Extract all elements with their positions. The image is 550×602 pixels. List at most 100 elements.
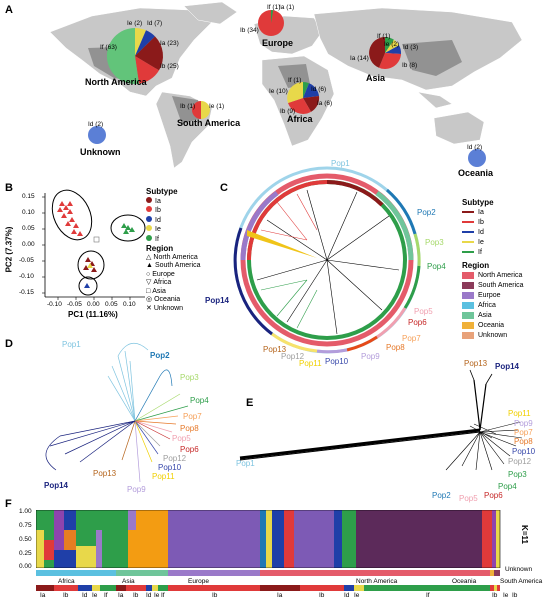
pca-legend-region-af: ▽Africa: [146, 279, 172, 286]
structure-subtype-13: Ib: [319, 592, 325, 599]
tree-c-legend: Subtype Ia Ib Id Ie If Region North Amer…: [462, 198, 548, 341]
count-as-if: If (1): [377, 33, 391, 40]
pie-slice-ie: [135, 28, 146, 56]
count-eu-if: If (1): [267, 4, 281, 11]
pca-legend-region-eu: ○Europe: [146, 270, 175, 278]
pca-legend-region-oc: ◎Oceania: [146, 296, 181, 303]
region-label-europe: Europe: [262, 38, 294, 48]
region-label-asia: Asia: [366, 73, 386, 83]
net-pop7: Pop7: [514, 428, 533, 437]
cluster-id: [78, 276, 98, 296]
tree-c-pop12: Pop12: [281, 352, 305, 361]
pca-legend-region-as: □Asia: [146, 287, 166, 295]
structure-subtype-1: Ia: [40, 592, 46, 599]
pie-slice-ia: [369, 37, 385, 68]
net-pop3: Pop3: [508, 470, 527, 479]
split-network: [239, 369, 523, 471]
pie-slice-ie: [287, 82, 303, 103]
network-edges: [239, 369, 523, 471]
structure-region-north-america: North America: [356, 578, 398, 585]
count-unknown-id: Id (2): [88, 121, 104, 128]
tree-c-legend-eu: Eurpoe: [462, 291, 548, 301]
structure-subtype-14: Id: [344, 592, 350, 599]
china-highlight: [402, 40, 462, 76]
pca-ytick-6: -0.10: [19, 273, 34, 280]
pca-legend-subtype-id: Id: [146, 215, 226, 226]
count-af-if: If (1): [288, 77, 302, 84]
structure-region-africa: Africa: [58, 578, 75, 585]
pie-slice-ib: [192, 101, 201, 119]
africa-highlight: [278, 64, 310, 88]
pie-slice-if: [106, 27, 139, 84]
pca-xtick-2: -0.05: [67, 301, 82, 308]
region-label-oceania: Oceania: [458, 168, 494, 178]
cluster-ia: [77, 250, 105, 280]
pie-slice-ib: [135, 56, 159, 84]
ring-pop14: [233, 227, 273, 336]
structure-ytick-5: 0.00: [19, 563, 32, 570]
pca-legend: Subtype Ia Ib Id Ie If Region △North Ame…: [146, 187, 226, 313]
pca-xtick-5: 0.10: [123, 301, 136, 308]
tree-c-pop4: Pop4: [427, 262, 446, 271]
pca-legend-region-un: ✕Unknown: [146, 304, 184, 312]
pie-slice-ia: [135, 36, 163, 71]
pie-slice-ia: [303, 96, 320, 112]
pie-slice-ie: [201, 101, 210, 119]
tree-c-pop3: Pop3: [425, 238, 444, 247]
tree-c-pop1: Pop1: [331, 159, 350, 168]
tree-c-pop8: Pop8: [386, 343, 405, 352]
tree-c-pop6: Pop6: [408, 318, 427, 327]
structure-subtype-3: Id: [82, 592, 88, 599]
pie-layer: [88, 10, 486, 167]
pca-legend-region-title: Region: [146, 244, 174, 253]
tree-c-legend-af: Africa: [462, 301, 548, 311]
tree-c-legend-subtype-title: Subtype: [462, 198, 494, 207]
ring-pop2: [386, 188, 417, 235]
region-bar: [36, 570, 500, 576]
count-sa-ie: Ie (1): [209, 103, 225, 110]
structure-region-asia: Asia: [122, 578, 135, 585]
tree-d-pop3: Pop3: [180, 373, 199, 382]
pie-slice-if: [303, 82, 309, 98]
ring-pop11: [271, 332, 318, 353]
pca-ytick-1: 0.15: [22, 193, 35, 200]
structure-subtype-19: Ib: [512, 592, 518, 599]
region-label-africa: Africa: [287, 114, 313, 124]
pie-asia: [369, 37, 402, 69]
count-as-ib: Ib (8): [402, 62, 418, 69]
structure-subtype-12: Ia: [277, 592, 283, 599]
tree-d-pop12: Pop12: [163, 454, 187, 463]
count-as-ie: Ie (2): [384, 41, 400, 48]
cluster-ib: [51, 189, 93, 241]
tree-d-pop2: Pop2: [150, 351, 170, 360]
pie-north-america: [106, 27, 163, 84]
net-pop5: Pop5: [459, 494, 478, 503]
structure-subtype-16: If: [426, 592, 430, 599]
tree-c-pop2: Pop2: [417, 208, 436, 217]
region-label-south-america: South America: [177, 118, 241, 128]
net-pop12: Pop12: [508, 457, 532, 466]
pca-ticks: [42, 196, 131, 300]
panel-label-b: B: [5, 182, 13, 194]
count-na-if: If (63): [100, 44, 117, 51]
tree-c-pop13: Pop13: [263, 345, 287, 354]
structure-subtype-7: Ib: [133, 592, 139, 599]
pca-xtick-4: 0.05: [105, 301, 118, 308]
tree-d-pop5: Pop5: [172, 434, 191, 443]
tree-branches: [256, 189, 400, 335]
pca-ylabel: PC2 (7.37%): [4, 226, 14, 273]
pca-ytick-7: -0.15: [19, 289, 34, 296]
brazil-highlight: [172, 96, 202, 124]
count-af-ie: Ie (10): [269, 88, 288, 95]
pca-xtick-3: 0.00: [87, 301, 100, 308]
structure-subtype-18: Ie: [503, 592, 509, 599]
pie-slice-if: [271, 10, 274, 23]
pie-africa: [287, 82, 320, 114]
pca-legend-subtype-ie: Ie: [146, 225, 226, 235]
structure-annotation-bars: [36, 570, 500, 591]
count-eu-ib: Ib (34): [240, 27, 259, 34]
structure-subtype-2: Ib: [63, 592, 69, 599]
structure-subtype-5: If: [104, 592, 108, 599]
pca-plot: [42, 189, 146, 300]
tree-if-branches: [260, 279, 318, 329]
